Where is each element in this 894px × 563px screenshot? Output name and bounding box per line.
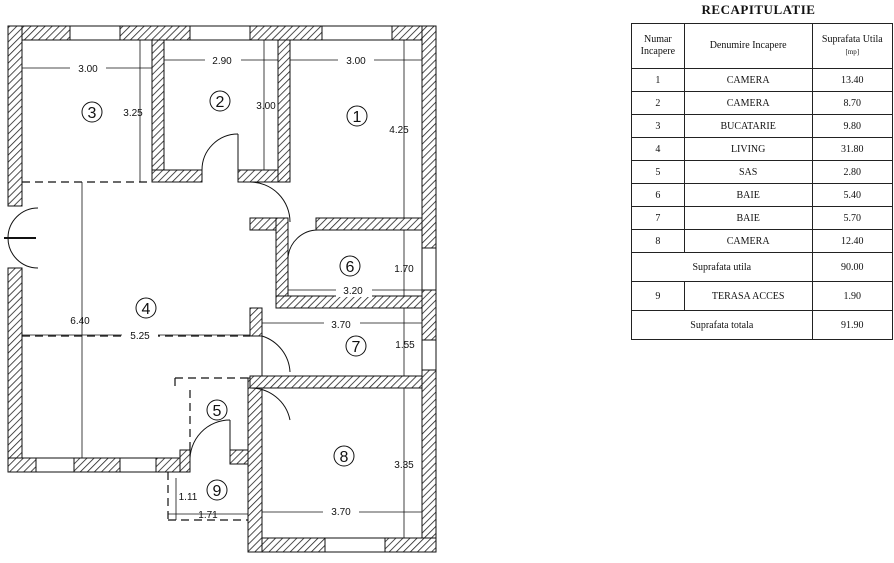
dim-r2-width: 2.90 (212, 56, 232, 67)
room-number-cell: 2 (631, 91, 685, 115)
header-area: Suprafata Utila[mp] (811, 23, 894, 69)
room-number-4: 4 (142, 301, 151, 318)
useful-area-value: 90.00 (811, 252, 894, 282)
room-name-cell: SAS (683, 160, 813, 184)
dim-living-width: 5.25 (130, 331, 150, 342)
room-marker-6 (339, 255, 361, 277)
room-number-1: 1 (353, 109, 362, 126)
room-number-cell: 8 (631, 229, 685, 253)
room-area-cell: 31.80 (811, 137, 894, 161)
windows (35, 25, 437, 553)
room-numbers: 1 2 3 4 5 6 7 8 9 (88, 94, 362, 500)
dim-r3-height: 3.25 (123, 108, 143, 119)
room-name-cell: BUCATARIE (683, 114, 813, 138)
recap-header-row: Numar Incapere Denumire Incapere Suprafa… (631, 23, 894, 69)
dashed-lines (22, 181, 250, 521)
dim-r2-height: 3.00 (256, 101, 276, 112)
total-area-value: 91.90 (811, 310, 894, 340)
room-area-cell: 13.40 (811, 68, 894, 92)
room-marker-4 (135, 297, 157, 319)
room-number-3: 3 (88, 105, 97, 122)
recap-title: RECAPITULATIE (701, 2, 816, 17)
room-number-cell: 6 (631, 183, 685, 207)
room-area-cell: 9.80 (811, 114, 894, 138)
room-marker-8 (333, 445, 355, 467)
room-marker-7 (345, 335, 367, 357)
recap-panel: RECAPITULATIE Numar Incapere Denumire In… (631, 0, 894, 340)
dim-r8-height: 3.35 (394, 460, 414, 471)
room-number-7: 7 (352, 339, 361, 356)
room-marker-1 (346, 105, 368, 127)
terrace-name: TERASA ACCES (683, 281, 813, 311)
room-name-cell: BAIE (683, 183, 813, 207)
room-area-cell: 8.70 (811, 91, 894, 115)
room-number-cell: 5 (631, 160, 685, 184)
room-number-8: 8 (340, 449, 349, 466)
terrace-number: 9 (631, 281, 685, 311)
room-markers (81, 90, 368, 501)
dim-r1-height: 4.25 (389, 125, 409, 136)
room-marker-3 (81, 101, 103, 123)
room-area-cell: 5.70 (811, 206, 894, 230)
total-area-label: Suprafata totala (631, 310, 813, 340)
dimension-labels: 3.00 3.25 2.90 3.00 3.00 4.25 1.70 3.20 … (70, 54, 415, 521)
room-number-cell: 1 (631, 68, 685, 92)
dim-r3-width: 3.00 (78, 64, 98, 75)
header-name: Denumire Incapere (683, 23, 813, 69)
room-number-6: 6 (346, 259, 355, 276)
room-marker-9 (206, 479, 228, 501)
dim-r6-width: 3.20 (343, 286, 363, 297)
room-number-9: 9 (213, 483, 222, 500)
room-area-cell: 5.40 (811, 183, 894, 207)
room-number-cell: 4 (631, 137, 685, 161)
recap-table: Numar Incapere Denumire Incapere Suprafa… (631, 23, 894, 340)
header-unit: [mp] (845, 48, 860, 56)
dim-r9-width: 1.71 (198, 510, 218, 521)
dim-r7-height: 1.55 (395, 340, 415, 351)
dim-r9-height: 1.11 (179, 492, 198, 503)
dim-r8-width: 3.70 (331, 507, 351, 518)
room-name-cell: CAMERA (683, 68, 813, 92)
room-number-cell: 3 (631, 114, 685, 138)
room-name-cell: BAIE (683, 206, 813, 230)
room-marker-5 (206, 399, 228, 421)
room-area-cell: 12.40 (811, 229, 894, 253)
room-marker-2 (209, 90, 231, 112)
room-number-cell: 7 (631, 206, 685, 230)
room-number-2: 2 (216, 94, 225, 111)
dim-r1-width: 3.00 (346, 56, 366, 67)
header-number: Numar Incapere (631, 23, 685, 69)
room-name-cell: LIVING (683, 137, 813, 161)
dim-living-height: 6.40 (70, 316, 90, 327)
dim-r6-height: 1.70 (394, 264, 414, 275)
room-name-cell: CAMERA (683, 229, 813, 253)
terrace-area: 1.90 (811, 281, 894, 311)
room-number-5: 5 (213, 403, 222, 420)
room-name-cell: CAMERA (683, 91, 813, 115)
dim-r7-width: 3.70 (331, 320, 351, 331)
useful-area-label: Suprafata utila (631, 252, 813, 282)
room-area-cell: 2.80 (811, 160, 894, 184)
floor-plan: 1 2 3 4 5 6 7 8 9 3.00 3.25 2.90 3.00 3.… (4, 25, 437, 553)
doors (4, 133, 319, 463)
